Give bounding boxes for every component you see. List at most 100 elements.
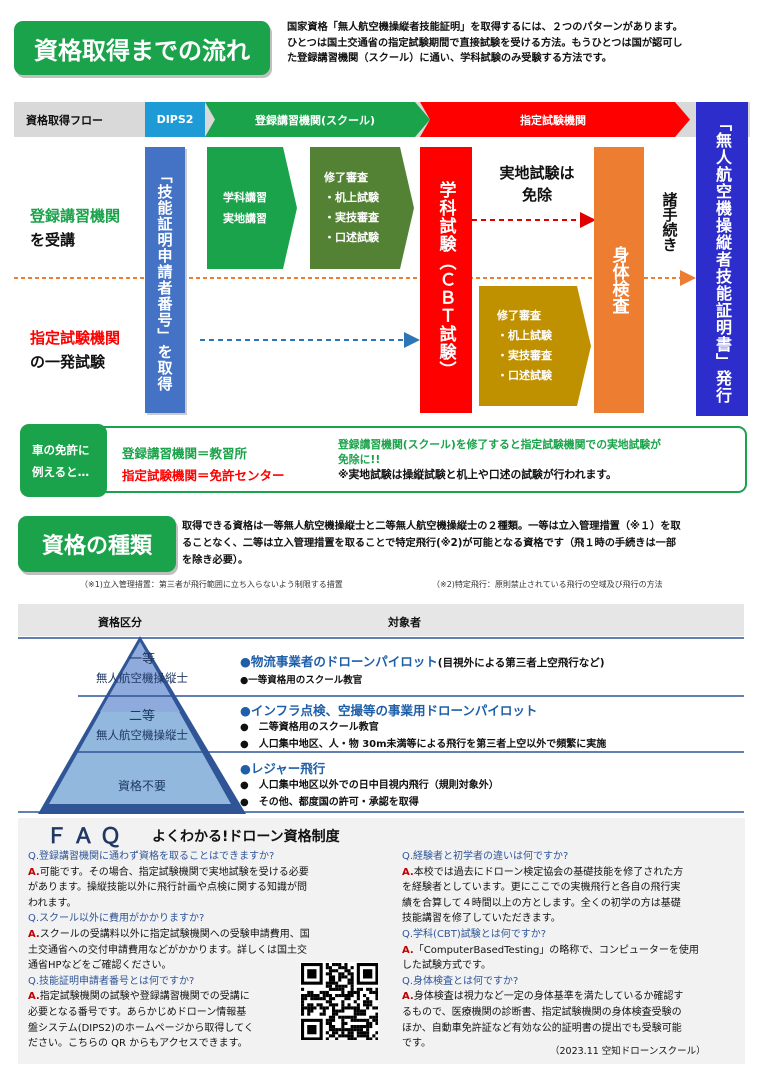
school-course-item: 学科講習 — [223, 191, 267, 204]
flow-connectors — [14, 212, 696, 348]
faq-answer-prefix: A. — [402, 944, 414, 956]
faq-answer-text: 身体検査は視力など一定の身体基準を満たしているか確認す — [413, 991, 684, 1003]
exam-check-arrow — [479, 286, 591, 406]
tier-label-line: 無人航空機操縦士 — [96, 728, 188, 742]
section-intro-flow: 国家資格「無人航空機操縦者技能証明」を取得するには、２つのパターンがあります。 … — [287, 20, 757, 67]
faq-answer-line: A.指定試験機関の試験や登録講習機関での受講に — [28, 989, 388, 1005]
tier3-item: ● その他、都度国の許可・承認を取得 — [240, 797, 419, 808]
faq-question: Q.登録講習機関に通わず資格を取ることはできますか? — [28, 851, 275, 862]
check-item: 修了審査 — [497, 309, 541, 322]
procedures-text: 諸手続き — [660, 192, 679, 252]
faq-answer-prefix: A. — [28, 991, 40, 1003]
faq-answer-prefix: A. — [28, 866, 40, 878]
types-header-target: 対象者 — [388, 616, 421, 629]
flow-header-school: 登録講習機関(スクール) — [254, 113, 376, 127]
faq-answer-line: A.身体検査は視力など一定の身体基準を満たしているか確認す — [402, 989, 747, 1005]
tier1-item: ●一等資格用のスクール教官 — [240, 675, 363, 686]
intro-line: ることなく、二等は立入管理措置を取ることで特定飛行(※2)が可能となる資格です（… — [182, 538, 677, 549]
faq-left-column: Q.登録講習機関に通わず資格を取ることはできますか?A.可能です。その場合、指定… — [28, 849, 388, 1052]
faq-answer-line: A.スクールの受講料以外に指定試験機関への受験申請費用、国 — [28, 927, 388, 943]
route-school-line2: を受講 — [30, 231, 76, 249]
route-exam-label: 指定試験機関 の一発試験 — [30, 326, 120, 374]
tier2-content: ●インフラ点検、空撮等の事業用ドローンパイロット ● 二等資格用のスクール教官 … — [240, 702, 745, 753]
faq-right-column: Q.経験者と初学者の違いは何ですか?A.本校では過去にドローン検定協会の基礎技能… — [402, 849, 747, 1052]
faq-answer-text: スクールの受講料以外に指定試験機関への受験申請費用、国 — [39, 928, 310, 940]
faq-answer-line: があります。操縦技能以外に飛行計画や点検に関する知識が問 — [28, 882, 307, 894]
exempt-line: 免除 — [521, 186, 552, 204]
faq-answer-prefix: A. — [28, 928, 40, 940]
check-item: ・実技審査 — [497, 349, 552, 362]
types-table-header — [18, 604, 744, 636]
check-item: ・机上試験 — [324, 191, 379, 204]
check-item: ・口述試験 — [324, 231, 379, 244]
faq-answer-line: ほか、自動車免許証など有効な公的証明書の提出でも受験可能 — [402, 1022, 682, 1034]
exempt-line: 実地試験は — [499, 164, 575, 182]
flow-header-exam: 指定試験機関 — [520, 113, 586, 127]
faq-answer-line: A.「ComputerBasedTesting」の略称で、コンピューターを使用 — [402, 943, 747, 959]
issue-certificate: 「無人航空機操縦者技能証明書」発行 — [696, 102, 748, 416]
car-exam-equals: 指定試験機関＝免許センター — [122, 468, 285, 483]
faq-question: Q.身体検査とは何ですか? — [402, 975, 519, 987]
written-test-cbt: 学科試験（ＣＢＴ試験） — [420, 147, 472, 413]
note-specific-flight: （※2)特定飛行：原則禁止されている飛行の空域及び飛行の方法 — [432, 580, 663, 589]
route-school-line1: 登録講習機関 — [30, 207, 121, 225]
intro-line: を除き必要）。 — [182, 555, 249, 566]
step-get-id: 「技能証明申請者番号」を取得 — [145, 147, 185, 413]
tier3-item: ● 人口集中地区以外での日中目視内飛行（規則対象外） — [240, 780, 499, 791]
faq-answer-line: 必要となる番号です。あらかじめドローン情報基 — [28, 1006, 247, 1018]
car-label-line: 車の免許に — [32, 442, 90, 457]
check-item: ・口述試験 — [497, 369, 552, 382]
car-school-equals: 登録講習機関＝教習所 — [122, 446, 248, 461]
practical-exempt-text: 実地試験は 免除 — [482, 162, 592, 206]
completion-check-arrow — [310, 147, 414, 269]
faq-answer-line: 土交通省への交付申請費用などがかかります。詳しくは国土交 — [28, 944, 307, 956]
flow-header-exam-arrow — [420, 102, 690, 137]
license-pyramid — [18, 636, 744, 814]
intro-line: 国家資格「無人航空機操縦者技能証明」を取得するには、２つのパターンがあります。 — [287, 22, 683, 33]
faq-answer-text: 本校では過去にドローン検定協会の基礎技能を修了された方 — [413, 866, 684, 878]
section-intro-types: 取得できる資格は一等無人航空機操縦士と二等無人航空機操縦士の２種類。一等は立入管… — [182, 518, 752, 569]
route-exam-line2: の一発試験 — [30, 353, 106, 371]
tier-label-line: 二等 — [128, 709, 155, 724]
types-header-category: 資格区分 — [98, 616, 142, 629]
flow-header-label: 資格取得フロー — [26, 114, 103, 127]
flow-diagram: 資格取得フロー DIPS2 登録講習機関(スクール) 指定試験機関 登録講習機関… — [14, 98, 750, 418]
exam-check-box: 修了審査 ・机上試験 ・実技審査 ・口述試験 — [479, 286, 579, 406]
faq-title: ＦＡＱ — [46, 824, 127, 848]
route-exam-line1: 指定試験機関 — [30, 329, 121, 347]
tier3-label: 資格不要 — [117, 779, 166, 793]
tier1-title-suffix: (目視外による第三者上空飛行など) — [437, 657, 605, 669]
faq-answer-line: ださい。こちらの QR からもアクセスできます。 — [28, 1038, 248, 1050]
intro-line: た登録講習機関（スクール）に通い、学科試験のみ受験する方法です。 — [287, 53, 612, 64]
section-title-flow: 資格取得までの流れ — [14, 21, 270, 75]
car-note-line1: 登録講習機関(スクール)を修了すると指定試験機関での実地試験が — [338, 438, 661, 451]
tier1-title: ●物流事業者のドローンパイロット — [240, 654, 438, 669]
faq-question: Q.経験者と初学者の違いは何ですか? — [402, 851, 569, 862]
faq-answer-line: われます。 — [28, 897, 77, 909]
flow-header-dips: DIPS2 — [145, 102, 205, 137]
faq-question: Q.技能証明申請者番号とは何ですか? — [28, 975, 195, 987]
car-analogy-right: 登録講習機関(スクール)を修了すると指定試験機関での実地試験が 免除に!! ※実… — [338, 437, 661, 482]
faq-answer-line: を経験者としています。更にここでの実機飛行と各自の飛行実 — [402, 882, 681, 894]
car-analogy-left: 登録講習機関＝教習所 指定試験機関＝免許センター — [122, 443, 285, 487]
school-course-item: 実地講習 — [223, 212, 267, 225]
faq-subtitle: よくわかる!ドローン資格制度 — [152, 829, 340, 845]
tier3-title: ●レジャー飛行 — [240, 761, 326, 776]
faq-answer-prefix: A. — [402, 866, 414, 878]
tier-label-line: 無人航空機操縦士 — [96, 671, 188, 685]
car-note-line2: 免除に!! — [338, 453, 381, 466]
faq-answer-line: 盤システム(DIPS2)のホームページから取得してく — [28, 1022, 254, 1034]
route-school-label: 登録講習機関 を受講 — [30, 204, 120, 252]
section-title-types: 資格の種類 — [18, 516, 176, 572]
tier2-label: 二等 無人航空機操縦士 — [42, 708, 242, 744]
intro-line: 取得できる資格は一等無人航空機操縦士と二等無人航空機操縦士の２種類。一等は立入管… — [182, 521, 681, 532]
tier3-content: ●レジャー飛行 ● 人口集中地区以外での日中目視内飛行（規則対象外） ● その他… — [240, 760, 745, 811]
faq-answer-line: A.本校では過去にドローン検定協会の基礎技能を修了された方 — [402, 865, 747, 881]
car-note-line3: ※実地試験は操縦試験と机上や口述の試験が行われます。 — [338, 468, 617, 481]
completion-check-box: 修了審査 ・机上試験 ・実技審査 ・口述試験 — [310, 147, 402, 269]
check-item: ・実技審査 — [324, 211, 379, 224]
faq-panel — [18, 818, 745, 1064]
faq-question: Q.スクール以外に費用がかかりますか? — [28, 913, 205, 925]
school-course-box: 学科講習 実地講習 — [207, 147, 287, 269]
dips2-qr-code — [300, 962, 378, 1040]
